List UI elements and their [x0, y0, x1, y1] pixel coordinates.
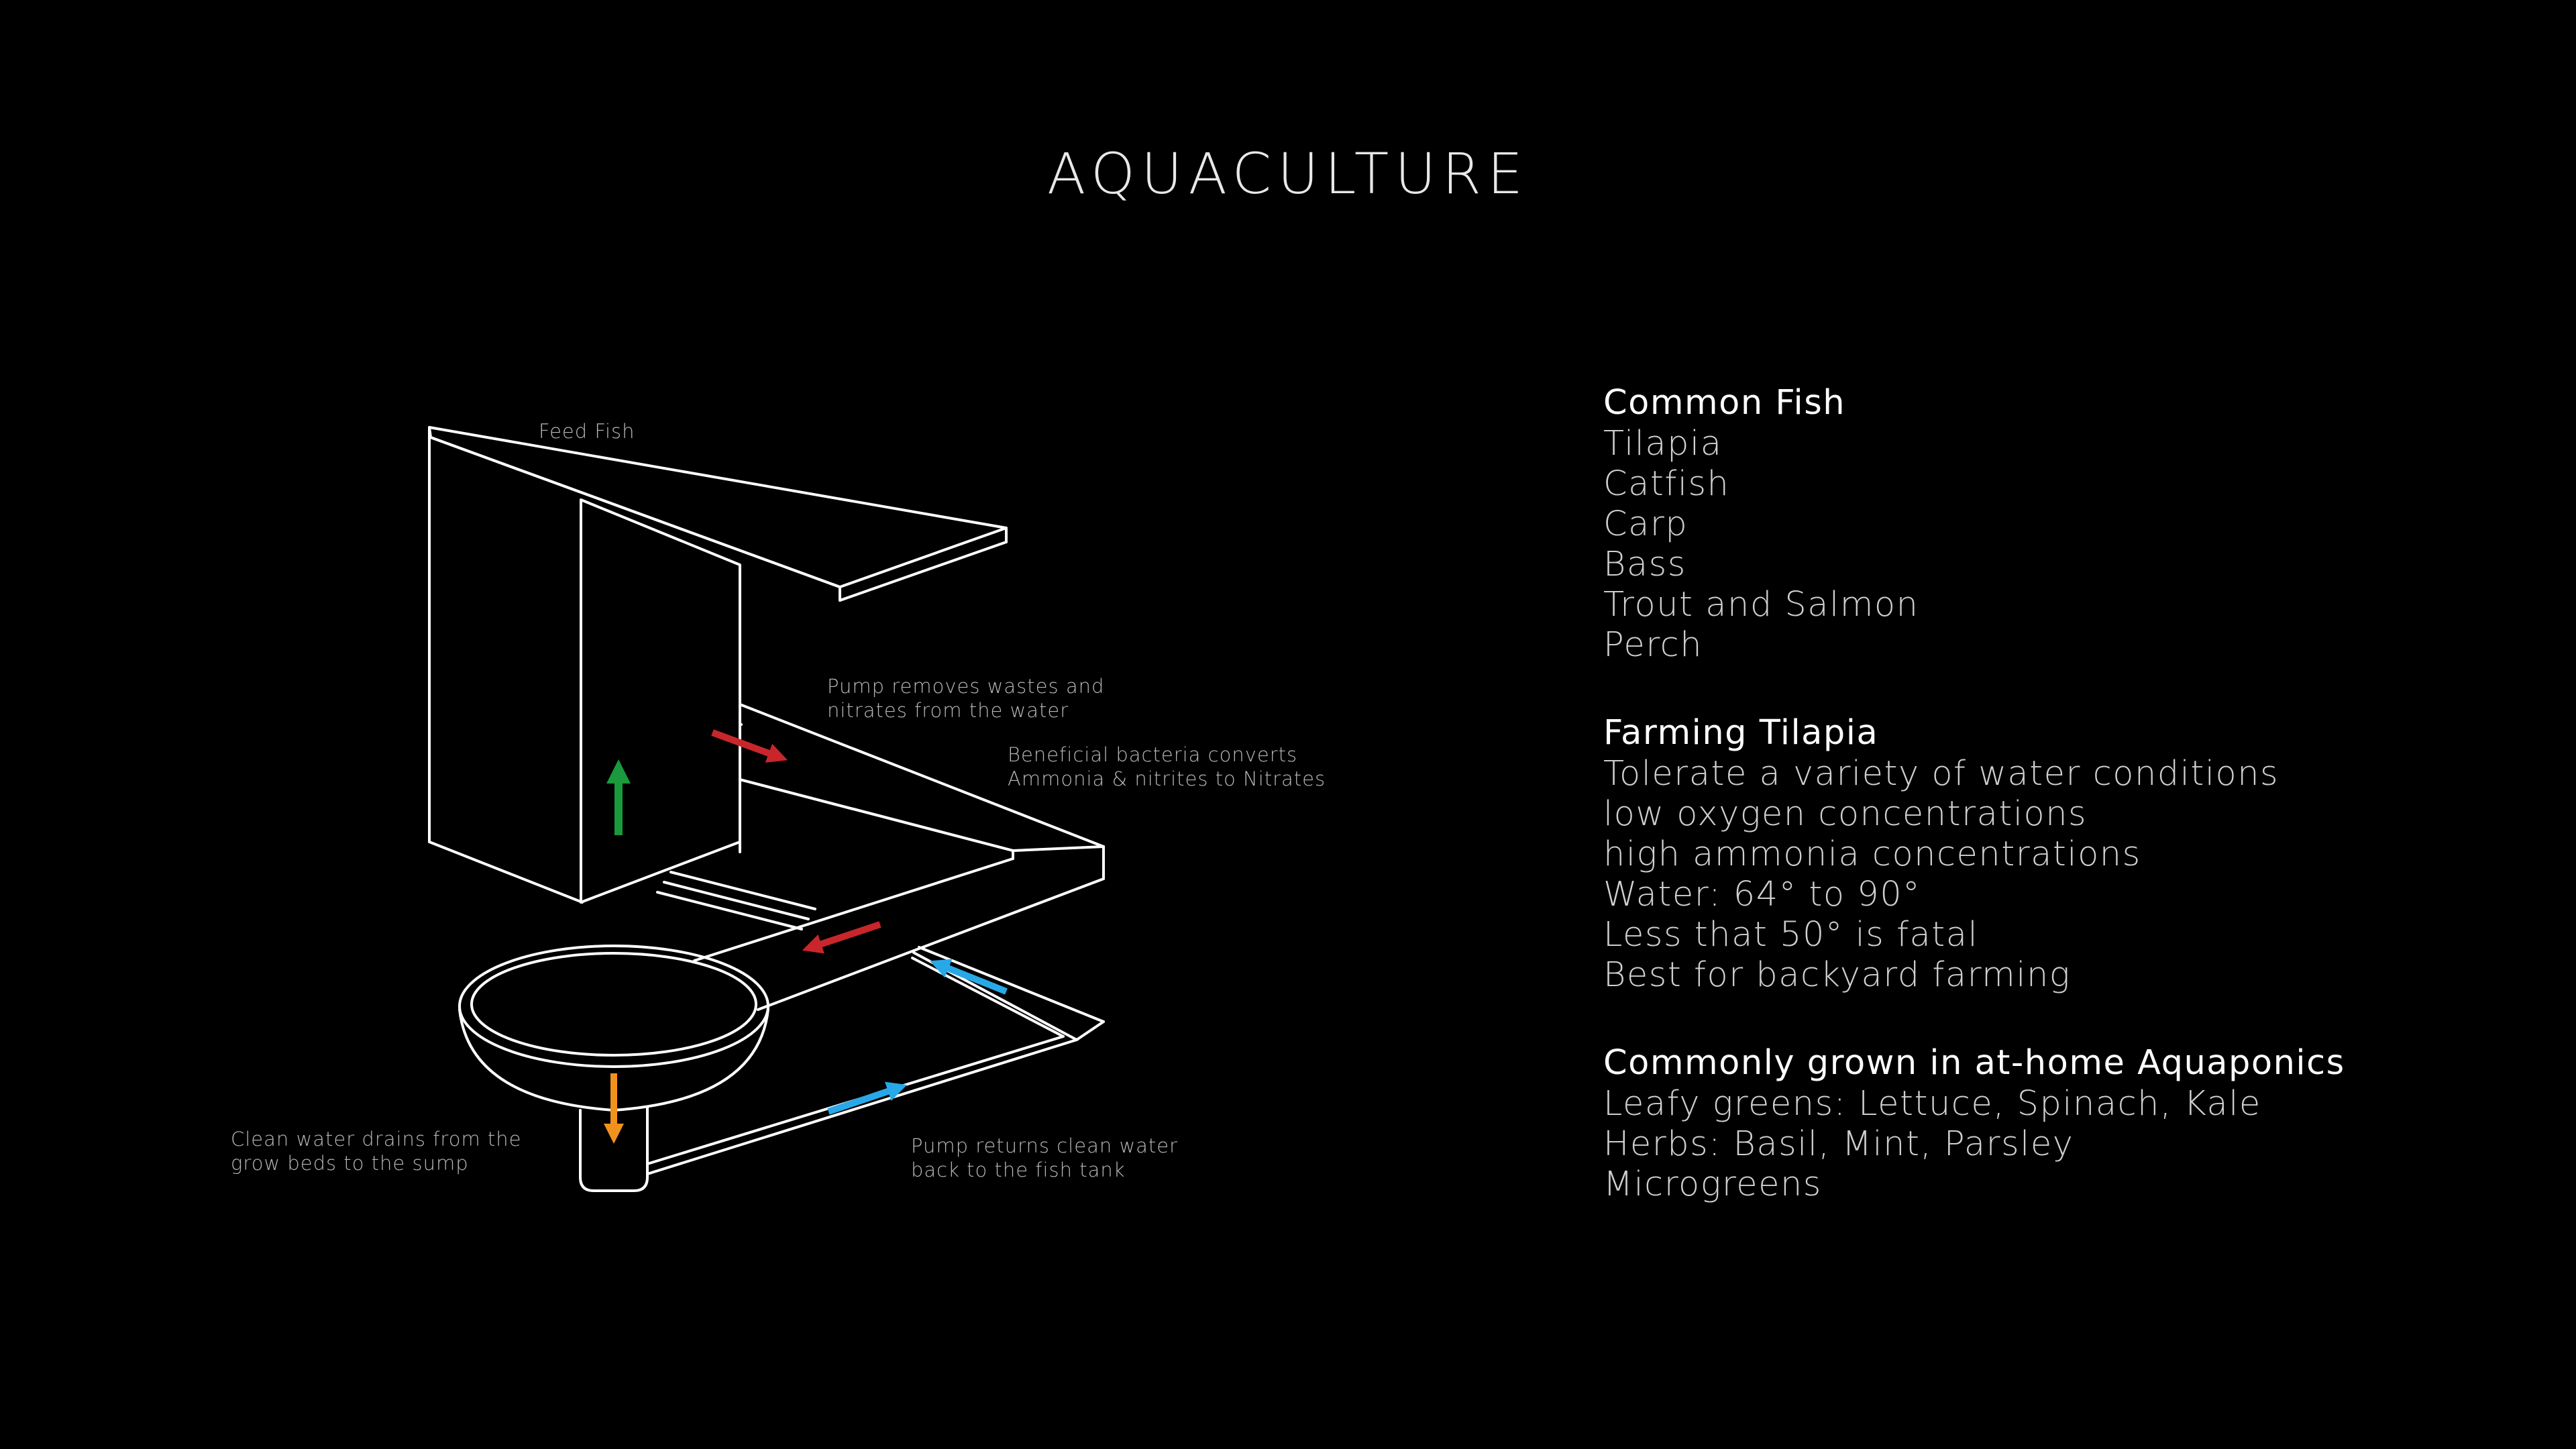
section-heading: Commonly grown in at-home Aquaponics — [1603, 1043, 2345, 1083]
label-drain-line: Clean water drains from the — [231, 1128, 522, 1150]
list-item: Leafy greens: Lettuce, Spinach, Kale — [1603, 1084, 2261, 1124]
section-list: Tolerate a variety of water conditions l… — [1603, 754, 2542, 996]
label-feed: Feed Fish — [539, 419, 635, 443]
info-panel: Common Fish Tilapia Catfish Carp Bass Tr… — [1603, 382, 2542, 1252]
label-drain-line: grow beds to the sump — [231, 1152, 469, 1175]
section-common-fish: Common Fish Tilapia Catfish Carp Bass Tr… — [1603, 382, 2542, 665]
page-title: AQUACULTURE — [1046, 141, 1529, 207]
section-list: Leafy greens: Lettuce, Spinach, Kale Her… — [1603, 1084, 2542, 1205]
list-item: Water: 64° to 90° — [1603, 875, 1921, 914]
list-item: Trout and Salmon — [1603, 585, 1919, 625]
list-item: low oxygen concentrations — [1603, 794, 2088, 834]
label-pump-removes-line: nitrates from the water — [827, 699, 1069, 722]
label-pump-returns: Pump returns clean water back to the fis… — [911, 1134, 1178, 1182]
grow-bed-channel — [656, 703, 1105, 1011]
section-heading: Common Fish — [1603, 383, 1846, 423]
label-pump-returns-line: Pump returns clean water — [911, 1134, 1179, 1157]
label-pump-returns-line: back to the fish tank — [911, 1159, 1126, 1181]
list-item: Tolerate a variety of water conditions — [1603, 754, 2279, 794]
list-item: Perch — [1603, 625, 1703, 665]
label-feed-text: Feed Fish — [539, 420, 635, 443]
fish-tank-stand — [428, 426, 1008, 904]
list-item: Carp — [1603, 504, 1688, 544]
arrow-waste-out-icon — [802, 921, 881, 954]
label-bacteria-line: Beneficial bacteria converts — [1008, 743, 1298, 766]
arrow-return-upper-icon — [930, 959, 1008, 995]
section-list: Tilapia Catfish Carp Bass Trout and Salm… — [1603, 424, 2542, 665]
list-item: Herbs: Basil, Mint, Parsley — [1603, 1124, 2074, 1164]
label-drain: Clean water drains from the grow beds to… — [231, 1127, 522, 1175]
list-item: Tilapia — [1603, 424, 1723, 464]
label-bacteria-line: Ammonia & nitrites to Nitrates — [1008, 767, 1326, 790]
list-item: Microgreens — [1603, 1165, 1822, 1204]
list-item: Bass — [1603, 545, 1686, 584]
label-bacteria: Beneficial bacteria converts Ammonia & n… — [1008, 743, 1326, 791]
section-commonly-grown: Commonly grown in at-home Aquaponics Lea… — [1603, 1042, 2542, 1205]
list-item: Best for backyard farming — [1603, 955, 2071, 995]
diagram-linework — [428, 426, 1105, 1192]
list-item: Less that 50° is fatal — [1603, 915, 1979, 955]
section-heading: Farming Tilapia — [1603, 713, 1879, 753]
list-item: Catfish — [1603, 464, 1730, 504]
sump — [579, 1106, 649, 1192]
label-pump-removes-line: Pump removes wastes and — [827, 675, 1105, 698]
section-farming-tilapia: Farming Tilapia Tolerate a variety of wa… — [1603, 712, 2542, 996]
list-item: high ammonia concentrations — [1603, 835, 2141, 874]
arrow-waste-in-icon — [711, 729, 788, 763]
label-pump-removes: Pump removes wastes and nitrates from th… — [827, 674, 1104, 722]
arrow-return-lower-icon — [827, 1081, 908, 1115]
